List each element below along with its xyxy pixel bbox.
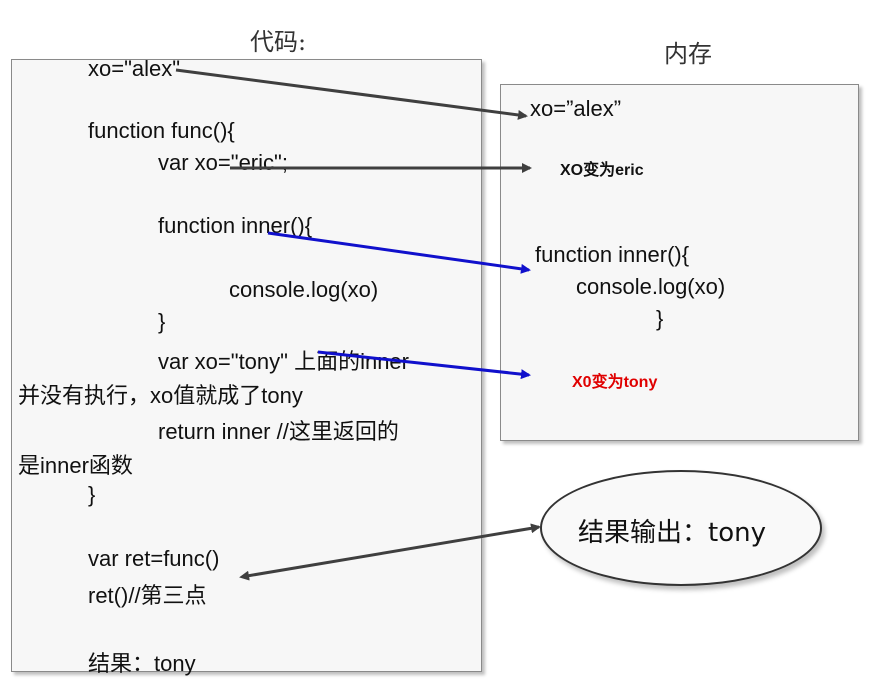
arrow-tony-to-memory xyxy=(317,350,531,380)
arrow-inner-to-memory xyxy=(267,231,531,274)
code-line-xo-alex: xo="alex" xyxy=(88,56,181,81)
code-line-result: 结果：tony xyxy=(88,651,196,676)
code-line-comment-inner: 是inner函数 xyxy=(18,453,133,478)
code-line-console-log: console.log(xo) xyxy=(229,277,379,302)
result-ellipse xyxy=(540,470,822,586)
code-title: 代码: xyxy=(250,28,307,56)
code-line-var-tony: var xo="tony" 上面的inner xyxy=(158,349,409,374)
code-line-comment-tony: 并没有执行，xo值就成了tony xyxy=(18,383,303,408)
memory-box xyxy=(500,84,859,441)
memory-xo-tony: X0变为tony xyxy=(572,374,658,391)
code-line-var-eric: var xo="eric"; xyxy=(158,150,288,175)
code-line-function-inner: function inner(){ xyxy=(158,213,313,238)
memory-function-inner: function inner(){ xyxy=(535,242,690,267)
code-line-function-func: function func(){ xyxy=(88,118,235,143)
arrow-ret-to-result xyxy=(239,523,541,581)
code-line-var-ret: var ret=func() xyxy=(88,546,220,571)
code-line-close-func: } xyxy=(88,482,96,507)
memory-xo-alex: xo=”alex” xyxy=(530,96,622,121)
memory-title: 内存 xyxy=(664,40,712,68)
arrow-alex-to-memory xyxy=(175,68,528,120)
memory-close-brace: } xyxy=(656,306,664,331)
memory-xo-eric: XO变为eric xyxy=(560,162,644,179)
result-label: 结果输出：tony xyxy=(578,518,766,548)
code-line-ret-call: ret()//第三点 xyxy=(88,583,207,608)
code-line-return-inner: return inner //这里返回的 xyxy=(158,419,399,444)
memory-console-log: console.log(xo) xyxy=(576,274,726,299)
code-line-close-inner: } xyxy=(158,309,166,334)
